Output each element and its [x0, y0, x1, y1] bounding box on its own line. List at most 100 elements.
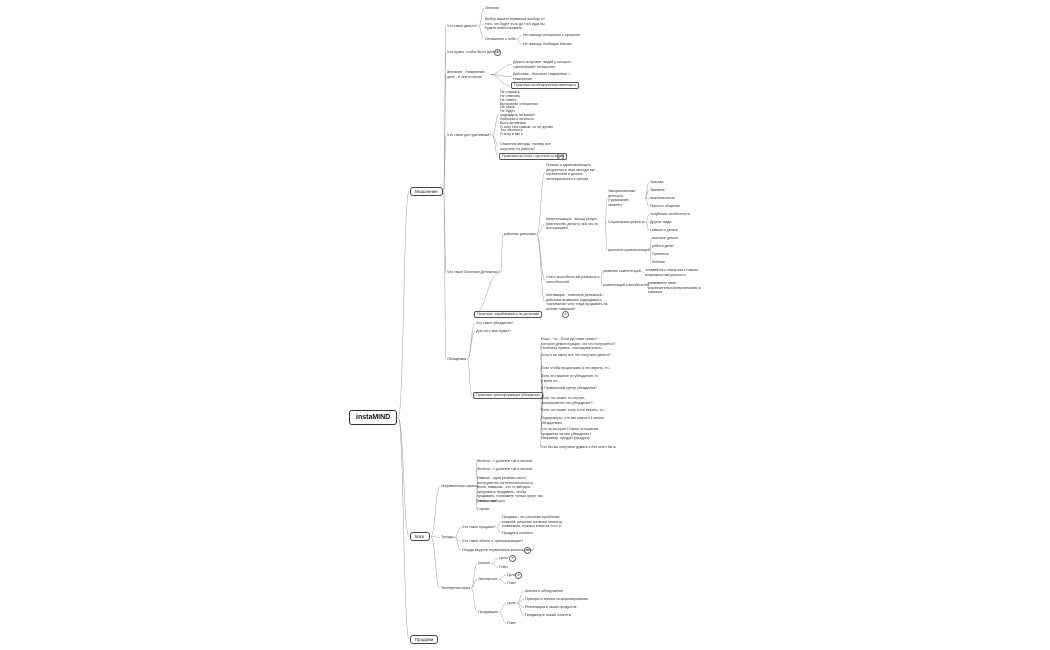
- connector-line: [489, 64, 513, 75]
- node-personal-plan[interactable]: План: [499, 565, 508, 569]
- node-compensation-a[interactable]: развиваете свою исключительной/перспекти…: [648, 281, 701, 295]
- link-circle-icon[interactable]: ⊕: [494, 49, 501, 56]
- node-self-relation[interactable]: Отношение к себе: [485, 37, 516, 41]
- node-energy[interactable]: Энергия: [485, 6, 499, 10]
- node-technologies[interactable]: Технологии: [477, 499, 497, 503]
- node-destructive[interactable]: Что такое деструктивный?: [447, 133, 492, 137]
- node-belief-step-2[interactable]: Хотя я не смогу все это получить деньги?: [541, 353, 611, 357]
- node-expert-goals[interactable]: Цели: [507, 573, 516, 577]
- node-selling[interactable]: Продающее: [478, 610, 499, 614]
- node-selling-goal-1[interactable]: Анализ и обнаружение: [525, 589, 564, 593]
- node-client-products[interactable]: Продукты клиента: [502, 531, 533, 535]
- node-destructive-practice[interactable]: Практика на отчет о детской позиции: [499, 153, 568, 160]
- node-money-practice[interactable]: Практика: зарабатывать на деньгами: [474, 311, 543, 318]
- node-pleasant[interactable]: Приятные: [652, 252, 669, 256]
- node-what-needed[interactable]: Что нужно, чтобы было деньги?: [447, 50, 501, 54]
- node-belief-step-7[interactable]: Если тот может тому я это верить, то...: [541, 408, 606, 412]
- node-desire-practice[interactable]: Практика на обнаружения имеющего: [511, 82, 579, 89]
- node-emotional-value[interactable]: Эмоциональная ценность («домашние связей…: [608, 189, 635, 207]
- node-expert[interactable]: Экспертное: [478, 577, 498, 581]
- connector-line: [539, 395, 544, 448]
- node-cases[interactable]: Случаи: [477, 507, 490, 511]
- node-money-work[interactable]: работа денег: [652, 244, 674, 248]
- node-analytics[interactable]: Аналитичность: [650, 196, 676, 200]
- node-belief-step-9[interactable]: Что за которые? Какое отношение продаетс…: [541, 427, 599, 441]
- node-destructive-list[interactable]: Не слушать Не отвечать Не ответь Выгоран…: [500, 90, 554, 137]
- node-trends[interactable]: Тренды: [441, 535, 454, 539]
- node-belief-step-1[interactable]: Если... то... Если Да ответ понял? Котор…: [541, 337, 616, 351]
- node-personal-goals[interactable]: Цели: [499, 556, 508, 560]
- node-work-money[interactable]: работать деньгами: [504, 232, 536, 236]
- node-competence[interactable]: развитие компетенций: [603, 269, 641, 273]
- node-what-is-money[interactable]: Что такое деньги?: [447, 24, 478, 28]
- branch-sales[interactable]: Продажи: [410, 635, 439, 644]
- node-feelings[interactable]: Чувства: [650, 180, 664, 184]
- branch-brain[interactable]: Мозг: [410, 532, 430, 541]
- node-why-need[interactable]: Для чего мне нужно?: [476, 329, 512, 333]
- link-circle-icon[interactable]: ⊕: [562, 311, 569, 318]
- node-desire-a[interactable]: Деньги получают людей у которых - «ценне…: [513, 60, 573, 69]
- node-residents-2[interactable]: Жители - с уровнем так и начала: [477, 467, 533, 471]
- node-love[interactable]: Любовь: [652, 260, 665, 264]
- node-clarity[interactable]: Ясность общения: [650, 204, 680, 208]
- node-belief-step-4[interactable]: Если это важное из убеждения, то у меня …: [541, 374, 599, 383]
- node-others[interactable]: Другие люди: [650, 220, 672, 224]
- node-what-beliefs[interactable]: Что такое убеждения?: [476, 321, 514, 325]
- connector-line: [491, 563, 499, 568]
- connector-line: [498, 579, 507, 584]
- node-social-value[interactable]: Социальная ценность: [608, 220, 645, 224]
- node-beliefs-practice[interactable]: Практика: трансформация убеждения: [473, 392, 543, 399]
- node-money-source[interactable]: Что такое Источник Денежных?: [447, 270, 500, 274]
- link-circle-icon[interactable]: ⊕: [515, 572, 522, 579]
- node-high-money[interactable]: высокие деньги: [652, 236, 679, 240]
- node-beliefs[interactable]: Обнадежив: [447, 357, 467, 361]
- connector-line: [475, 469, 479, 487]
- link-circle-icon[interactable]: ⊕: [524, 547, 531, 554]
- node-empathy[interactable]: Эмпатия: [650, 188, 665, 192]
- node-competence-a[interactable]: оставайтесь открытым к новым возможностя…: [645, 268, 698, 277]
- node-source-full[interactable]: Полное и вдохновляющего ресурсность свои…: [546, 163, 596, 181]
- node-skills[interactable]: Навыки и деньги: [650, 228, 678, 232]
- node-expert-plan[interactable]: План: [507, 581, 516, 585]
- node-belief-step-5[interactable]: В Правильный центр убеждения?: [541, 386, 598, 390]
- node-desire-intent[interactable]: Желание - Намерение - цель - в чем отлич…: [447, 70, 487, 79]
- node-expert-niche[interactable]: Экспертная ниша: [441, 586, 471, 590]
- node-skills-desc[interactable]: Навыки - одна речевая часть, инструменты…: [477, 476, 543, 503]
- node-personal[interactable]: Личное: [478, 561, 491, 565]
- node-what-sales[interactable]: Что такое продажи?: [462, 525, 496, 529]
- node-selling-goal-4[interactable]: Продвинуть новые клиенты: [525, 613, 572, 617]
- link-circle-icon[interactable]: ⊕: [509, 555, 516, 562]
- node-club[interactable]: «клубная» особенности: [650, 212, 690, 216]
- node-transform-object[interactable]: Что такое объект к трансформации?: [462, 539, 524, 543]
- branch-mindset[interactable]: Мышление: [410, 187, 443, 196]
- node-develop-abilities[interactable]: Стать способностью развития и способност…: [546, 275, 600, 284]
- connector-line: [454, 537, 462, 551]
- node-belief-step-10[interactable]: Что бы вы получили думать с без этого бы…: [541, 445, 616, 449]
- node-belief-step-8[interactable]: Подчеркнуто, что мы разного к своим убеж…: [541, 416, 604, 425]
- connector-line: [443, 135, 447, 192]
- node-where-from[interactable]: Откуда берутся нормальные воплощения?: [462, 548, 534, 552]
- node-selling-goals[interactable]: Цели: [507, 601, 516, 605]
- node-influencers[interactable]: Инфлюенсеры рынка: [441, 484, 477, 488]
- connector-line: [443, 191, 447, 273]
- node-belief-step-3[interactable]: Если чтобы продолжать я это верить, то..…: [541, 366, 612, 370]
- node-selling-goal-2[interactable]: Принцип и анализ позиционирования: [525, 597, 588, 601]
- root-node[interactable]: instaMIND: [349, 410, 398, 425]
- node-belief-step-6[interactable]: Если тот может то случае, эксперименты э…: [541, 396, 593, 405]
- node-motivation[interactable]: Мотивация - типичные денежный - действие…: [546, 293, 608, 311]
- node-residents-1[interactable]: Жители - с уровнем так и начала: [477, 459, 533, 463]
- node-self-relation-1[interactable]: Не помощь отношение к прошлое: [523, 33, 580, 37]
- link-circle-icon[interactable]: ⊕: [557, 153, 564, 160]
- node-selling-goal-3[interactable]: Реализация и своих продуктов: [525, 605, 577, 609]
- node-selling-plan[interactable]: План: [507, 621, 516, 625]
- node-attract-value[interactable]: ценности привлекающей: [608, 248, 650, 252]
- node-attention[interactable]: Выбор вашего внимания вообще от того, чт…: [485, 17, 545, 31]
- node-capitalization[interactable]: Капитализация - выход ресурс (мастерство…: [546, 217, 598, 231]
- node-compensation[interactable]: компенсаций способностей: [603, 283, 649, 287]
- node-destructive-b[interactable]: Опасения методы, почему все получить по …: [500, 142, 551, 151]
- connector-line: [496, 521, 502, 528]
- node-desire-b[interactable]: Действие - Желание Намерение = Намерение: [513, 72, 571, 81]
- node-sales-def[interactable]: Продажи - это решение проблемы клиента, …: [502, 515, 563, 529]
- node-self-relation-2[interactable]: Не помощь Любящая Мягкая: [523, 42, 572, 46]
